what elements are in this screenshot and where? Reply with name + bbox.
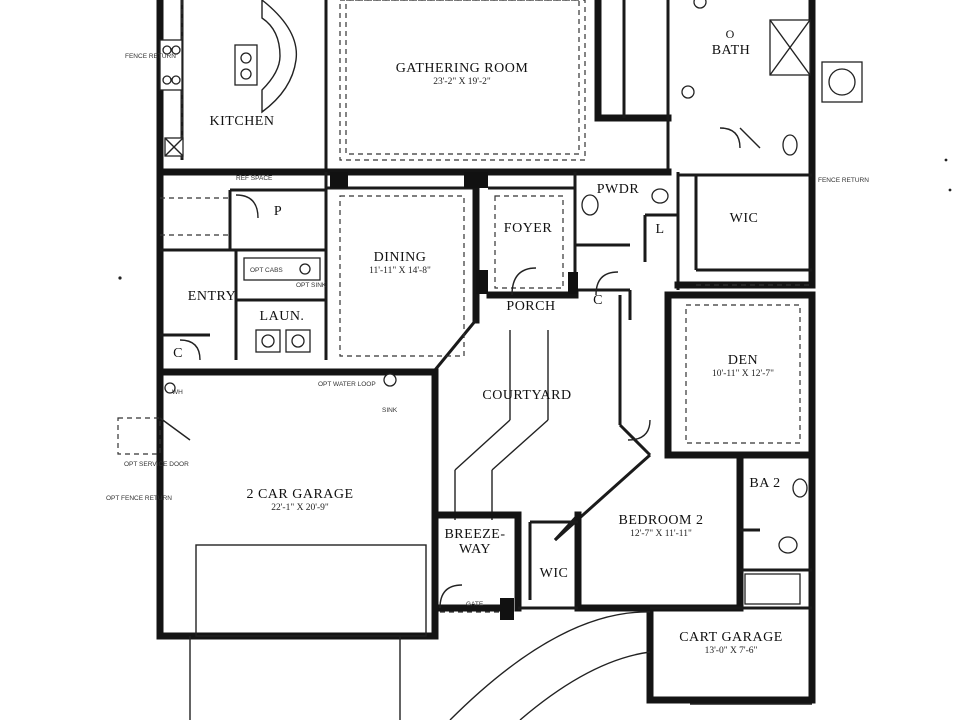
breezeway-label-2: WAY bbox=[459, 542, 491, 557]
courtyard-label: COURTYARD bbox=[482, 388, 571, 403]
dining-label: DINING bbox=[374, 250, 427, 265]
pantry-label: P bbox=[274, 204, 282, 219]
notes: FENCE RETURN FENCE RETURN REF SPACE OPT … bbox=[106, 53, 869, 608]
note-gate: GATE bbox=[466, 601, 484, 608]
note-opt-service-door: OPT SERVICE DOOR bbox=[124, 461, 189, 468]
kitchen-label: KITCHEN bbox=[210, 114, 275, 129]
dashed-lines bbox=[160, 0, 812, 613]
closet-porch-label: C bbox=[593, 293, 603, 308]
laun-label: LAUN. bbox=[260, 309, 305, 324]
note-ref-space: REF SPACE bbox=[236, 175, 273, 182]
pwdr-label: PWDR bbox=[597, 182, 640, 197]
master-toilet bbox=[782, 134, 798, 156]
cart-garage-label: CART GARAGE bbox=[679, 630, 783, 645]
note-fence-return-right: FENCE RETURN bbox=[818, 177, 869, 184]
foyer-label: FOYER bbox=[504, 221, 553, 236]
garage-label: 2 CAR GARAGE bbox=[246, 487, 353, 502]
pwdr-sink bbox=[581, 194, 599, 216]
linen-label: L bbox=[655, 222, 664, 237]
porch-label: PORCH bbox=[506, 299, 555, 314]
note-fence-return-left: FENCE RETURN bbox=[125, 53, 176, 60]
bath-prefix: O bbox=[726, 27, 735, 41]
bath-label: BATH bbox=[712, 43, 751, 58]
cart-garage-dim: 13'-0" X 7'-6" bbox=[705, 646, 758, 656]
closet-entry-label: C bbox=[173, 346, 183, 361]
note-opt-cabs: OPT CABS bbox=[250, 267, 283, 274]
ba2-tub bbox=[744, 573, 801, 605]
posts bbox=[330, 172, 578, 620]
margin-marks bbox=[118, 158, 952, 280]
entry-label: ENTRY bbox=[188, 289, 236, 304]
ba2-sink bbox=[792, 478, 808, 498]
wic-bed2-label: WIC bbox=[540, 566, 569, 581]
gathering-room-dim: 23'-2" X 19'-2" bbox=[433, 77, 491, 87]
den-label: DEN bbox=[728, 353, 758, 368]
room-labels: GATHERING ROOM 23'-2" X 19'-2" KITCHEN O… bbox=[173, 27, 783, 656]
breezeway-label-1: BREEZE- bbox=[444, 527, 505, 542]
note-sink: SINK bbox=[382, 407, 398, 414]
kitchen-island bbox=[261, 0, 298, 114]
pwdr-toilet bbox=[651, 188, 669, 204]
ba2-toilet bbox=[778, 536, 798, 554]
note-wh: WH bbox=[172, 389, 183, 396]
bedroom2-label: BEDROOM 2 bbox=[618, 513, 703, 528]
note-opt-sink: OPT SINK bbox=[296, 282, 327, 289]
note-opt-water-loop: OPT WATER LOOP bbox=[318, 381, 376, 388]
garage-dim: 22'-1" X 20'-9" bbox=[271, 503, 329, 513]
wic-master-label: WIC bbox=[730, 211, 759, 226]
ba2-label: BA 2 bbox=[749, 476, 780, 491]
driveway bbox=[117, 417, 812, 720]
gathering-room-label: GATHERING ROOM bbox=[396, 61, 529, 76]
bedroom2-dim: 12'-7" X 11'-11" bbox=[630, 529, 692, 539]
note-opt-fence-return: OPT FENCE RETURN bbox=[106, 495, 172, 502]
den-dim: 10'-11" X 12'-7" bbox=[712, 369, 774, 379]
dining-dim: 11'-11" X 14'-8" bbox=[369, 266, 431, 276]
fixtures bbox=[159, 0, 863, 609]
